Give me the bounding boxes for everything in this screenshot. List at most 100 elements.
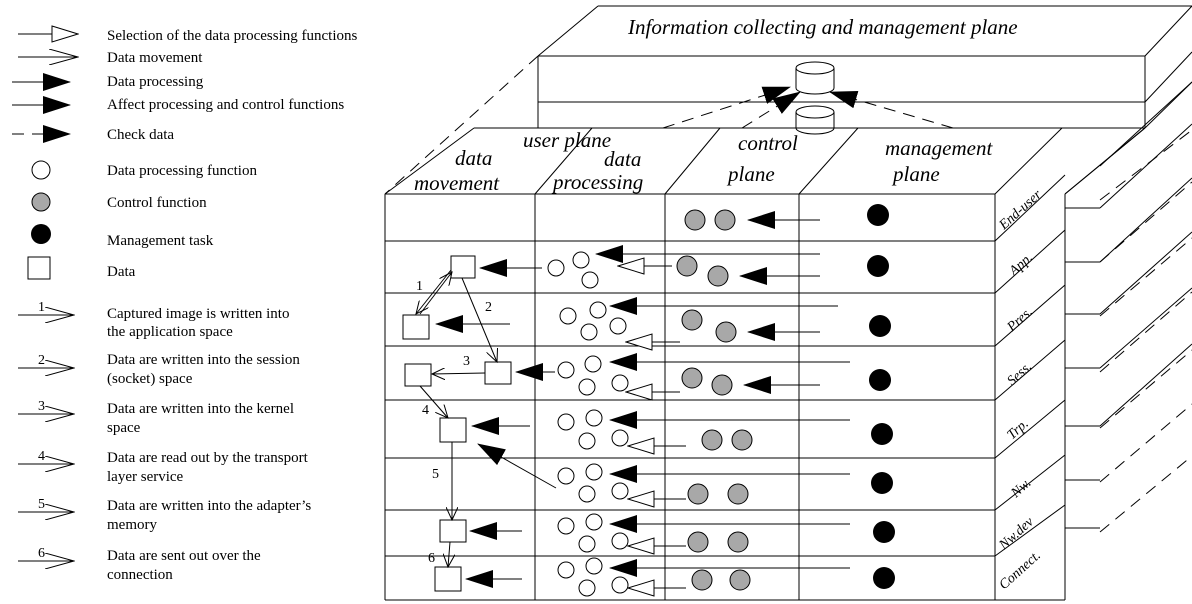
management-plane-label: management <box>885 136 993 160</box>
data-square <box>484 361 512 385</box>
legend-label: Data movement <box>107 50 203 66</box>
legend-label: Affect processing and control functions <box>107 97 344 113</box>
legend-label: Management task <box>107 233 214 249</box>
step-line: space <box>107 420 141 436</box>
database-icon <box>795 61 835 95</box>
step-1: 1 Captured image is written into the app… <box>18 300 289 340</box>
data-items <box>402 255 512 592</box>
data-processing-label: processing <box>551 170 643 194</box>
flow-number: 2 <box>485 300 492 315</box>
step-line: connection <box>107 567 173 583</box>
control-function-icon <box>701 429 723 451</box>
control-plane-label: plane <box>726 162 775 186</box>
control-function-icon <box>676 255 698 277</box>
management-task-icon <box>873 567 895 589</box>
legend-label: Check data <box>107 127 174 143</box>
step-line: Data are written into the adapter’s <box>107 498 311 514</box>
step-4: 4 Data are read out by the transport lay… <box>18 449 309 485</box>
layer-label: Sess. <box>1005 359 1036 389</box>
legend-white-circle-icon <box>31 160 51 180</box>
step-line: Data are written into the session <box>107 352 300 368</box>
control-function-icon <box>687 531 709 553</box>
data-movement-label: movement <box>414 171 500 195</box>
step-3: 3 Data are written into the kernel space <box>18 399 294 436</box>
control-function-icon <box>687 483 709 505</box>
step-number: 6 <box>38 546 45 561</box>
control-function-icon <box>711 374 733 396</box>
layer-labels: End-user App. Pres. Sess. Trp. Nw. Nw.de… <box>996 187 1045 593</box>
data-movement-label: data <box>455 146 492 170</box>
step-number: 4 <box>38 449 45 464</box>
affect-arrows <box>595 245 850 577</box>
layer-label: Nw.dev <box>996 514 1038 553</box>
flow-number: 5 <box>432 467 439 482</box>
control-function-icon <box>681 309 703 331</box>
step-5: 5 Data are written into the adapter’s me… <box>18 497 311 533</box>
management-task-icon <box>873 521 895 543</box>
control-function-icon <box>727 531 749 553</box>
legend: Selection of the data processing functio… <box>12 28 358 583</box>
main-block <box>384 55 1192 601</box>
flow-number: 1 <box>416 279 423 294</box>
management-task-icon <box>871 472 893 494</box>
flow-numbers: 1 2 3 4 5 6 <box>416 279 492 566</box>
data-processing-label: data <box>604 147 641 171</box>
control-function-icon <box>681 367 703 389</box>
control-function-icon <box>707 265 729 287</box>
control-function-icon <box>729 569 751 591</box>
data-square <box>402 314 430 340</box>
flow-number: 3 <box>463 354 470 369</box>
legend-label: Data processing <box>107 74 204 90</box>
database-icon <box>795 105 835 135</box>
data-square <box>439 417 467 443</box>
step-number: 2 <box>38 353 45 368</box>
step-number: 1 <box>38 300 45 315</box>
management-task-icon <box>867 255 889 277</box>
step-line: memory <box>107 517 157 533</box>
layer-label: End-user <box>996 187 1045 234</box>
step-2: 2 Data are written into the session (soc… <box>18 352 300 387</box>
layer-label: App. <box>1006 250 1036 279</box>
step-6: 6 Data are sent out over the connection <box>18 546 261 583</box>
legend-label: Selection of the data processing functio… <box>107 28 358 44</box>
control-functions <box>676 209 753 591</box>
step-number: 5 <box>38 497 45 512</box>
control-function-icon <box>715 321 737 343</box>
data-square <box>404 363 432 387</box>
selection-arrows <box>618 266 686 588</box>
flow-number: 4 <box>422 403 429 418</box>
data-square <box>439 519 467 543</box>
management-task-icon <box>867 204 889 226</box>
data-square <box>434 566 462 592</box>
check-data-arrows <box>662 86 954 129</box>
processing-functions <box>547 251 629 597</box>
control-plane-label: control <box>738 131 798 155</box>
legend-label: Data <box>107 264 136 280</box>
control-function-icon <box>684 209 706 231</box>
step-line: the application space <box>107 324 233 340</box>
step-line: Data are written into the kernel <box>107 401 294 417</box>
control-function-icon <box>714 209 736 231</box>
control-function-icon <box>691 569 713 591</box>
step-line: (socket) space <box>107 371 193 387</box>
management-tasks <box>867 204 895 589</box>
processing-arrows <box>435 259 557 588</box>
management-task-icon <box>871 423 893 445</box>
step-line: Data are read out by the transport <box>107 450 309 466</box>
legend-gray-circle-icon <box>31 192 51 212</box>
step-line: layer service <box>107 469 184 485</box>
management-to-control-arrows <box>739 211 820 394</box>
management-task-icon <box>869 369 891 391</box>
flow-number: 6 <box>428 551 435 566</box>
information-plane-title: Information collecting and management pl… <box>627 15 1018 39</box>
column-headers: user plane data movement data processing… <box>414 128 993 195</box>
data-movement-arrows <box>416 269 497 567</box>
legend-square-icon <box>27 256 51 280</box>
data-square <box>450 255 476 279</box>
management-task-icon <box>869 315 891 337</box>
legend-label: Control function <box>107 195 207 211</box>
step-line: Captured image is written into <box>107 306 289 322</box>
user-plane-label: user plane <box>523 128 611 152</box>
legend-black-circle-icon <box>31 224 51 244</box>
